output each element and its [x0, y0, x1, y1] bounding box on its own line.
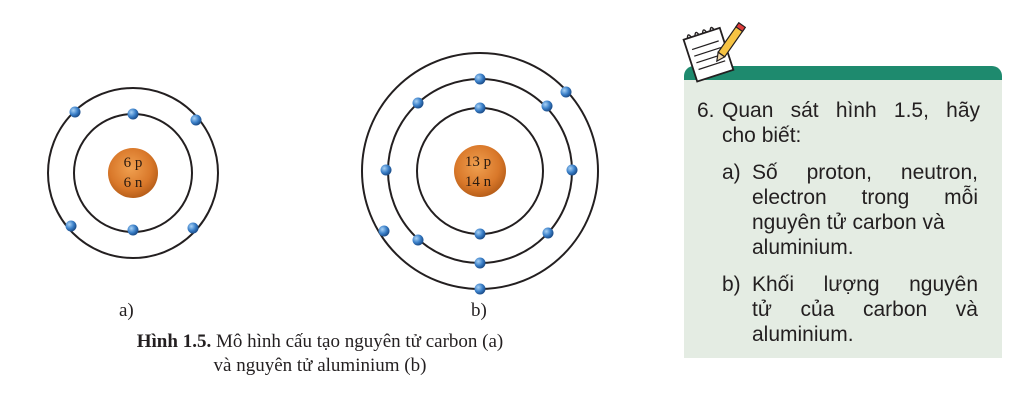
- electron: [474, 228, 486, 240]
- electron: [412, 97, 424, 109]
- item-b-marker: b): [722, 273, 741, 296]
- electron: [566, 164, 578, 176]
- item-a-line-1: Số proton, neutron,: [752, 161, 978, 184]
- electron: [378, 225, 390, 237]
- electron: [380, 164, 392, 176]
- aluminium-atom: 13 p 14 n: [361, 52, 599, 295]
- caption-figure-number: Hình 1.5.: [136, 331, 212, 352]
- atom-a-label: a): [119, 300, 134, 321]
- question-line-2: cho biết:: [722, 124, 802, 147]
- exercise-box-header: [684, 66, 1002, 80]
- electron: [474, 283, 486, 295]
- electron: [190, 114, 202, 126]
- electrons: [65, 106, 202, 236]
- item-b-line-2: tử của carbon và: [752, 298, 978, 321]
- electron: [560, 86, 572, 98]
- electron: [127, 224, 139, 236]
- atom-b-label: b): [471, 300, 487, 321]
- electron: [542, 227, 554, 239]
- item-a-line-2: electron trong mỗi: [752, 186, 978, 209]
- nucleus-protons: 13 p: [465, 154, 491, 170]
- question-number: 6.: [697, 99, 715, 122]
- item-b-line-3: aluminium.: [752, 323, 854, 346]
- electron: [65, 220, 77, 232]
- item-a-marker: a): [722, 161, 741, 184]
- nucleus: [108, 148, 158, 198]
- item-b-line-1: Khối lượng nguyên: [752, 273, 978, 296]
- nucleus-neutrons: 6 n: [124, 175, 143, 191]
- nucleus: [454, 145, 506, 197]
- figure-caption: Hình 1.5. Mô hình cấu tạo nguyên tử carb…: [60, 330, 580, 378]
- electron: [412, 234, 424, 246]
- nucleus-neutrons: 14 n: [465, 174, 492, 190]
- question-line-1: Quan sát hình 1.5, hãy: [722, 99, 980, 122]
- electron: [474, 73, 486, 85]
- item-a-line-4: aluminium.: [752, 236, 854, 259]
- electron: [69, 106, 81, 118]
- atom-models-figure: 6 p 6 n 13 p 14 n: [47, 52, 599, 295]
- electron: [474, 102, 486, 114]
- electron: [127, 108, 139, 120]
- nucleus-protons: 6 p: [124, 155, 143, 171]
- item-a-line-3: nguyên tử carbon và: [752, 211, 945, 234]
- electrons: [378, 73, 578, 295]
- caption-text-line2: và nguyên tử aluminium (b): [213, 355, 427, 376]
- electron: [541, 100, 553, 112]
- orbit-2: [47, 87, 219, 259]
- carbon-atom: 6 p 6 n: [47, 87, 219, 259]
- notepad-pencil-icon: [682, 21, 746, 83]
- electron: [187, 222, 199, 234]
- electron: [474, 257, 486, 269]
- caption-text-line1: Mô hình cấu tạo nguyên tử carbon (a): [211, 331, 504, 352]
- exercise-box: [684, 80, 1002, 358]
